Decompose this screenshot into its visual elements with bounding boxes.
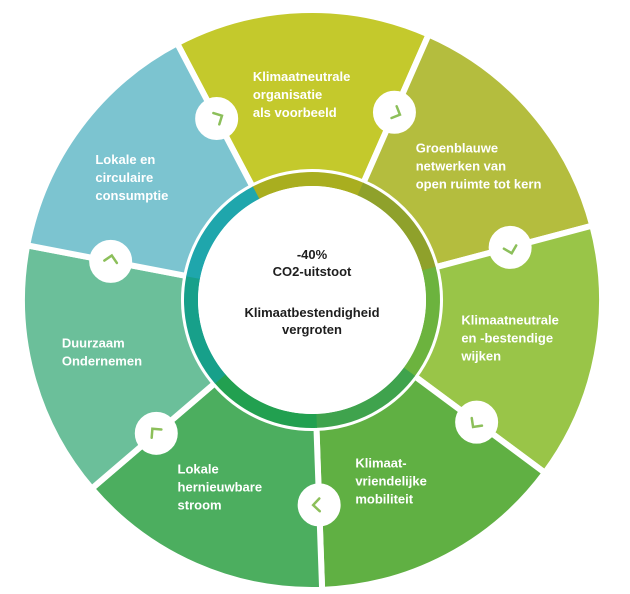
badges-layer: [89, 90, 532, 527]
segment-label-klimaatneutrale-organisatie-line3: als voorbeeld: [253, 105, 337, 120]
segment-label-klimaatvriendelijke-mobiliteit-line2: vriendelijke: [355, 473, 427, 488]
chevron-icon: [455, 400, 499, 444]
ring-segment-klimaatvriendelijke-mobiliteit: [315, 367, 416, 428]
segment-label-lokale-hernieuwbare-stroom-line3: stroom: [178, 498, 222, 513]
center-line-increase: vergroten: [282, 322, 342, 337]
ring-segment-lokale-hernieuwbare-stroom: [214, 373, 317, 428]
segment-label-duurzaam-ondernemen-line1: Duurzaam: [62, 336, 125, 351]
segment-label-groenblauwe-netwerken-line1: Groenblauwe: [416, 141, 498, 156]
segment-label-lokale-hernieuwbare-stroom-line1: Lokale: [178, 462, 219, 477]
center-line-resilience: Klimaatbestendigheid: [244, 305, 379, 320]
ring-segment-klimaatneutrale-organisatie: [252, 172, 364, 200]
ring-segment-groenblauwe-netwerken: [357, 182, 436, 272]
segment-label-lokale-hernieuwbare-stroom-line2: hernieuwbare: [178, 480, 263, 495]
labels-layer: Klimaatneutrale organisatie als voorbeeldG…: [62, 69, 559, 513]
segment-label-klimaatneutrale-wijken-line1: Klimaatneutrale: [461, 313, 559, 328]
segment-label-groenblauwe-netwerken-line3: open ruimte tot kern: [416, 177, 542, 192]
segment-label-klimaatneutrale-wijken-line2: en -bestendige: [461, 331, 553, 346]
ring-segment-duurzaam-ondernemen: [184, 275, 226, 384]
segment-label-klimaatneutrale-organisatie-line2: organisatie: [253, 87, 322, 102]
chevron-icon: [195, 97, 239, 141]
segment-label-klimaatvriendelijke-mobiliteit-line1: Klimaat-: [355, 455, 406, 470]
center-text: -40% CO2-uitstoot Klimaatbestendigheid v…: [244, 247, 379, 337]
segment-label-groenblauwe-netwerken-line2: netwerken van: [416, 159, 506, 174]
segment-label-lokale-circulaire-consumptie-line3: consumptie: [95, 188, 168, 203]
chevron-icon: [134, 411, 178, 455]
segment-label-klimaatneutrale-organisatie-line1: Klimaatneutrale: [253, 69, 351, 84]
center-line-co2: CO2-uitstoot: [273, 264, 352, 279]
center-circle: [198, 186, 426, 414]
segment-label-lokale-circulaire-consumptie-line1: Lokale en: [95, 152, 155, 167]
chevron-icon: [89, 239, 133, 283]
chevron-icon: [488, 225, 532, 269]
chevron-icon: [297, 483, 341, 527]
ring-segment-lokale-circulaire-consumptie: [186, 186, 260, 279]
chevron-icon: [372, 90, 416, 134]
inner-ring: [184, 172, 440, 428]
segment-label-klimaatvriendelijke-mobiliteit-line3: mobiliteit: [355, 491, 413, 506]
ring-segment-klimaatneutrale-wijken: [403, 266, 440, 377]
center-line-percent: -40%: [297, 247, 328, 262]
segment-label-lokale-circulaire-consumptie-line2: circulaire: [95, 170, 153, 185]
segment-label-duurzaam-ondernemen-line2: Ondernemen: [62, 354, 142, 369]
segment-label-klimaatneutrale-wijken-line3: wijken: [460, 349, 501, 364]
